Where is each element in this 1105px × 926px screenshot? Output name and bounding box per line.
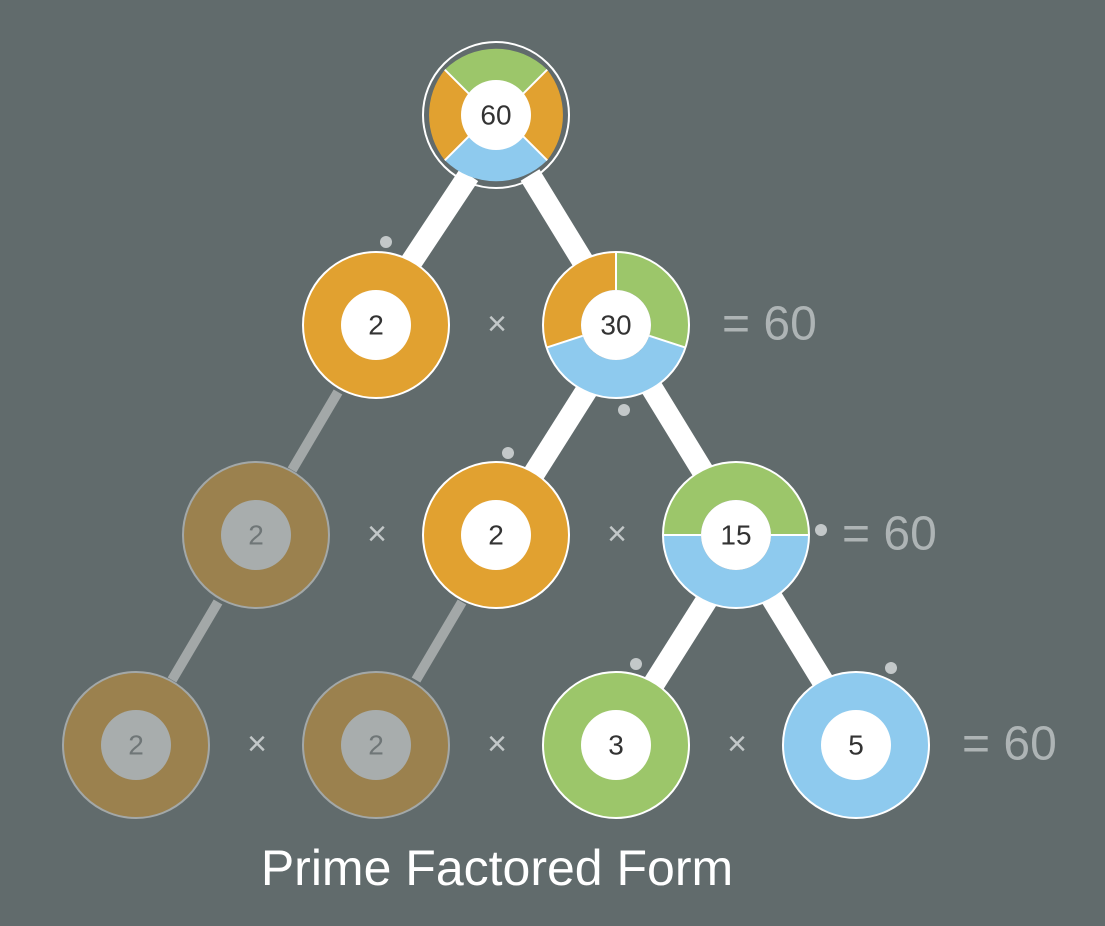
node-value: 5	[848, 730, 864, 761]
ring-segment-3	[444, 48, 548, 97]
edge-faded-2-to-faded-2	[167, 599, 223, 683]
node-center	[341, 290, 411, 360]
node-border	[542, 251, 690, 399]
node-prime-5[interactable]: 5	[782, 671, 930, 819]
node-border	[662, 461, 810, 609]
connector-dot	[815, 524, 827, 536]
ring-segment-5	[444, 133, 548, 182]
segment-divider	[546, 334, 584, 349]
node-composite-15[interactable]: 15	[662, 461, 810, 609]
ring-segment-2-right	[520, 69, 563, 161]
row-2-equals-60: = 60	[842, 508, 937, 561]
segment-divider	[648, 334, 686, 349]
times-operator: ×	[487, 305, 507, 343]
multiplication-operators: × × × × × ×	[247, 305, 747, 763]
times-operator: ×	[247, 725, 267, 763]
node-value: 2	[128, 730, 144, 761]
connector-dot	[618, 404, 630, 416]
node-composite-30[interactable]: 30	[542, 251, 690, 399]
node-value: 3	[608, 730, 624, 761]
node-value: 2	[248, 520, 264, 551]
edge-15-to-5	[760, 589, 840, 699]
edge-2-to-faded-2	[287, 389, 343, 473]
tree-edges	[167, 168, 840, 699]
connector-dot	[380, 236, 392, 248]
node-prime-2[interactable]: 2	[302, 251, 450, 399]
edge-root-to-2	[394, 168, 479, 280]
edge-15-to-3	[638, 589, 720, 699]
row-1-equals-60: = 60	[722, 298, 817, 351]
node-value: 2	[368, 730, 384, 761]
node-value: 2	[368, 310, 384, 341]
node-prime-2[interactable]: 2	[422, 461, 570, 609]
ring-segment-3	[663, 462, 809, 535]
edge-2-to-faded-2-bottom	[411, 599, 467, 683]
segment-divider	[519, 68, 548, 98]
segment-divider	[444, 132, 473, 162]
node-value: 60	[480, 100, 511, 131]
segment-divider	[444, 68, 473, 98]
node-border	[422, 41, 570, 189]
segment-divider	[519, 132, 548, 162]
ring-segment-2	[543, 252, 616, 348]
row-equations: = 60 = 60 = 60	[722, 298, 1057, 771]
node-prime-2-faded[interactable]: 2	[302, 671, 450, 819]
node-value: 15	[720, 520, 751, 551]
node-root-60[interactable]: 60	[422, 41, 570, 189]
node-center	[341, 710, 411, 780]
node-center	[221, 500, 291, 570]
edge-30-to-2	[518, 379, 600, 489]
node-value: 2	[488, 520, 504, 551]
node-value: 30	[600, 310, 631, 341]
ring-segment-3	[616, 252, 689, 348]
edge-root-to-30	[520, 169, 600, 279]
node-center	[581, 710, 651, 780]
times-operator: ×	[487, 725, 507, 763]
node-center	[581, 290, 651, 360]
node-center	[461, 80, 531, 150]
ring-segment-5	[546, 335, 686, 398]
row-3-equals-60: = 60	[962, 718, 1057, 771]
node-prime-2-faded[interactable]: 2	[62, 671, 210, 819]
node-center	[461, 500, 531, 570]
ring-segment-5	[663, 535, 809, 608]
connector-dot	[502, 447, 514, 459]
ring-segment-2-left	[429, 69, 472, 161]
times-operator: ×	[367, 515, 387, 553]
node-prime-2-faded[interactable]: 2	[182, 461, 330, 609]
connector-dot	[630, 658, 642, 670]
edge-30-to-15	[640, 379, 720, 489]
diagram-caption: Prime Factored Form	[261, 840, 733, 896]
node-prime-3[interactable]: 3	[542, 671, 690, 819]
node-center	[101, 710, 171, 780]
connector-dot	[885, 662, 897, 674]
times-operator: ×	[727, 725, 747, 763]
node-center	[701, 500, 771, 570]
node-center	[821, 710, 891, 780]
times-operator: ×	[607, 515, 627, 553]
connector-dots	[380, 236, 897, 674]
